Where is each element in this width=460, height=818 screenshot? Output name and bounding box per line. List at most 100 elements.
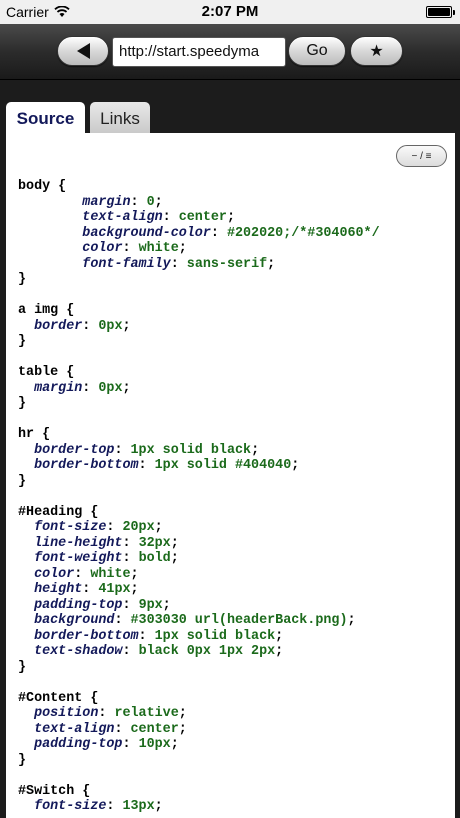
code-token-prop: border-bottom	[34, 628, 139, 644]
code-token-plain	[18, 381, 34, 396]
code-token-plain: ;	[178, 706, 187, 721]
go-button[interactable]: Go	[288, 36, 346, 66]
code-line: margin: 0;	[18, 195, 380, 211]
code-line	[18, 675, 380, 691]
code-token-plain: :	[106, 799, 123, 814]
code-line: }	[18, 474, 380, 490]
code-token-plain: :	[122, 551, 139, 566]
code-line: text-align: center;	[18, 722, 380, 738]
code-token-val: 10px	[138, 737, 171, 752]
code-token-plain: ;	[267, 256, 276, 272]
tab-links[interactable]: Links	[90, 102, 150, 135]
url-field[interactable]: http://start.speedyma	[112, 37, 286, 67]
code-line: color: white;	[18, 567, 380, 583]
code-line: font-size: 13px;	[18, 799, 380, 815]
code-token-plain	[18, 520, 34, 535]
code-token-plain	[18, 319, 34, 334]
code-token-val: center	[178, 210, 227, 225]
code-token-plain: :	[210, 225, 227, 241]
code-token-plain	[18, 706, 34, 721]
code-token-plain: ;	[251, 442, 260, 458]
code-token-plain: table {	[18, 365, 75, 380]
code-token-plain	[18, 737, 34, 752]
code-token-plain: ;	[178, 241, 187, 256]
code-line: table {	[18, 365, 380, 381]
code-token-plain: :	[114, 613, 131, 628]
code-token-val: sans-serif	[186, 256, 268, 272]
code-token-plain: ;	[130, 566, 139, 582]
code-token-val: 41px	[98, 582, 131, 597]
code-token-val: bold	[138, 551, 171, 566]
code-token-plain: #Heading {	[18, 504, 99, 520]
code-token-plain: :	[114, 442, 131, 458]
tab-bar: Source Links	[0, 81, 460, 135]
code-line: }	[18, 334, 380, 350]
code-token-plain: #Switch {	[18, 783, 91, 799]
code-token-prop: color	[34, 566, 75, 582]
code-line: }	[18, 660, 380, 676]
code-token-prop: font-size	[34, 520, 107, 535]
code-token-plain: :	[122, 535, 139, 551]
code-token-prop: background-color	[82, 225, 211, 241]
code-token-plain: :	[122, 241, 139, 256]
code-token-plain: }	[18, 659, 27, 675]
status-bar: Carrier 2:07 PM	[0, 0, 460, 24]
code-token-prop: text-shadow	[34, 644, 123, 659]
status-time: 2:07 PM	[201, 3, 259, 20]
code-token-prop: text-align	[82, 210, 163, 225]
code-token-plain: :	[122, 597, 139, 613]
code-line	[18, 489, 380, 505]
code-line: }	[18, 753, 380, 769]
code-token-plain: ;	[154, 520, 163, 535]
code-token-plain: :	[170, 256, 187, 272]
code-line: body {	[18, 179, 380, 195]
tab-source[interactable]: Source	[6, 102, 85, 135]
code-token-plain	[18, 567, 34, 582]
back-triangle-icon	[76, 43, 90, 59]
code-token-val: white	[90, 566, 131, 582]
code-token-plain: :	[138, 458, 155, 473]
code-token-val: 1px solid black	[130, 442, 252, 458]
code-token-plain: ;	[122, 318, 131, 334]
code-line: margin: 0px;	[18, 381, 380, 397]
code-token-plain	[18, 257, 82, 272]
code-token-plain: :	[82, 582, 99, 597]
source-panel: − / ≡ body { margin: 0; text-align: cent…	[6, 133, 455, 818]
code-line: line-height: 32px;	[18, 536, 380, 552]
code-token-val: 13px	[122, 799, 155, 814]
bookmark-star-button[interactable]: ★	[350, 36, 403, 66]
code-token-plain: ;	[178, 721, 187, 737]
code-line: hr {	[18, 427, 380, 443]
code-token-plain: ;	[275, 644, 284, 659]
view-toggle-button[interactable]: − / ≡	[396, 145, 447, 167]
code-token-prop: height	[34, 582, 83, 597]
code-token-plain	[18, 598, 34, 613]
code-token-plain	[18, 226, 82, 241]
code-line: font-family: sans-serif;	[18, 257, 380, 273]
code-line: height: 41px;	[18, 582, 380, 598]
code-token-prop: margin	[82, 194, 131, 210]
code-line: border-top: 1px solid black;	[18, 443, 380, 459]
code-token-plain	[18, 210, 82, 225]
code-token-val: 1px solid #404040	[154, 458, 292, 473]
code-line: #Heading {	[18, 505, 380, 521]
code-token-plain: :	[82, 318, 99, 334]
code-token-prop: border-top	[34, 442, 115, 458]
code-line: a img {	[18, 303, 380, 319]
code-line: color: white;	[18, 241, 380, 257]
code-token-plain: :	[98, 706, 115, 721]
back-button[interactable]	[57, 36, 109, 66]
code-token-plain: :	[74, 566, 91, 582]
code-token-plain: :	[106, 520, 123, 535]
code-token-plain: #Content {	[18, 690, 99, 706]
code-line: #Content {	[18, 691, 380, 707]
code-token-plain: ;	[122, 380, 131, 396]
code-token-plain: }	[18, 473, 27, 489]
code-token-plain	[18, 582, 34, 597]
code-token-prop: background	[34, 613, 115, 628]
code-token-plain: body {	[18, 179, 67, 194]
code-token-plain	[18, 443, 34, 458]
code-token-plain	[18, 551, 34, 566]
code-token-val: center	[130, 721, 179, 737]
code-token-plain	[18, 241, 82, 256]
